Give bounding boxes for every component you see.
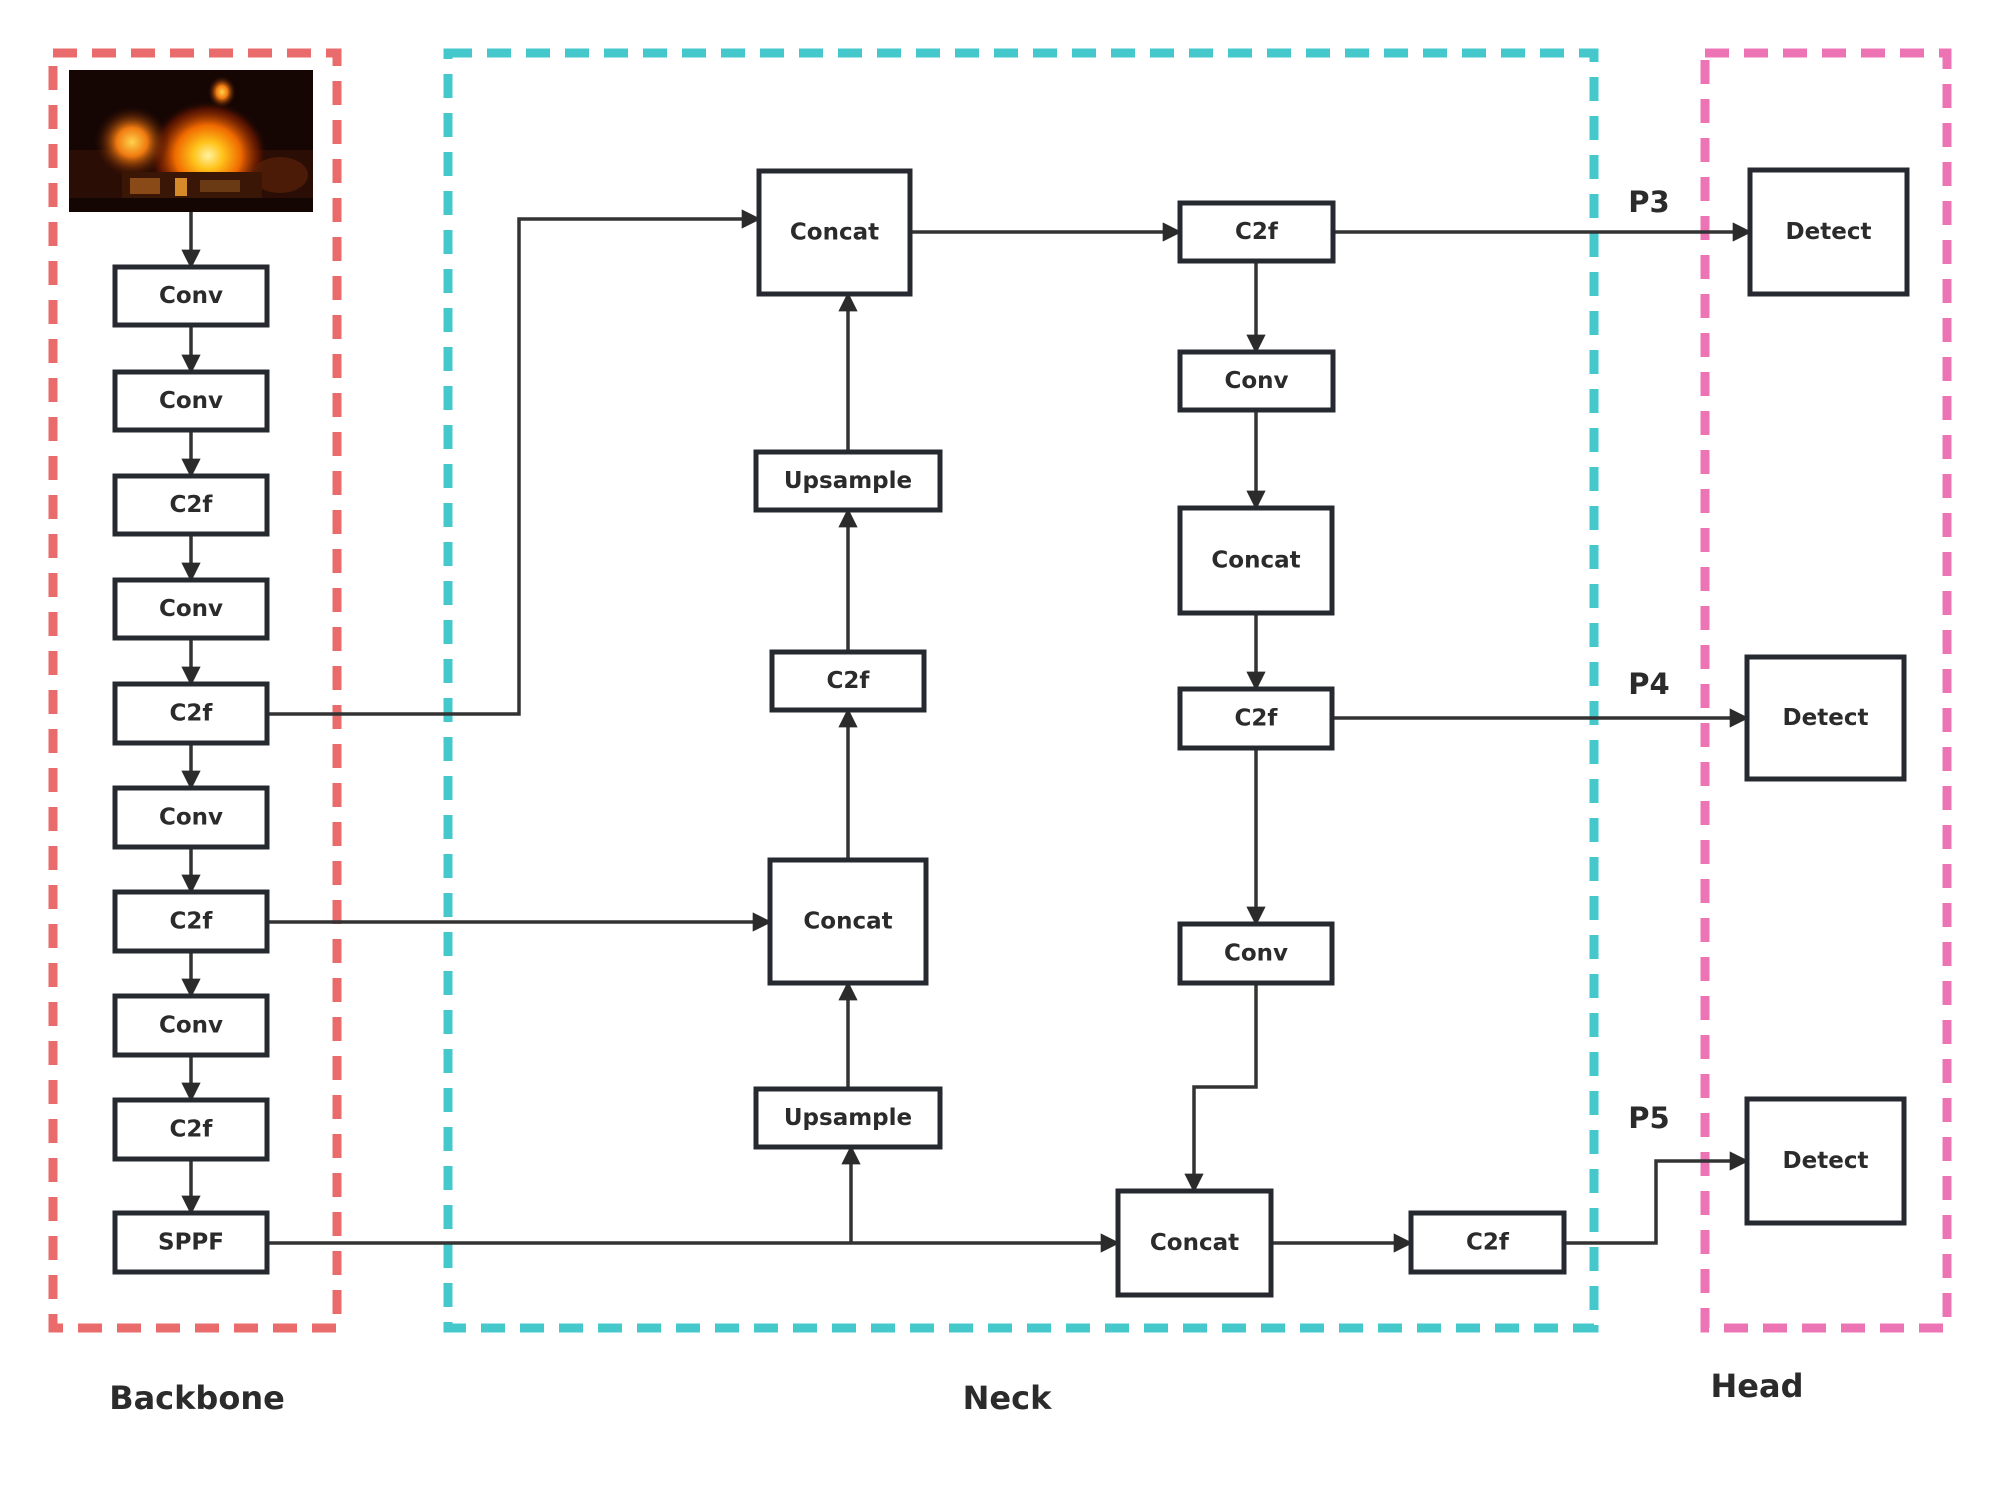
section-label-head: Head <box>1711 1367 1804 1405</box>
edge-nk-c2f4-to-hd-detect3 <box>1564 1151 1749 1245</box>
node-label: Conv <box>1224 368 1288 394</box>
node-box <box>769 649 927 713</box>
node-box <box>1744 654 1907 782</box>
section-label-backbone: Backbone <box>109 1379 285 1417</box>
node-label: Conv <box>1224 941 1288 967</box>
node-nk-upsample2[interactable]: Upsample <box>753 449 943 513</box>
node-hd-detect1[interactable]: Detect <box>1747 167 1910 297</box>
node-bb-c2f4[interactable]: C2f <box>112 1097 270 1162</box>
node-label: Conv <box>159 283 223 309</box>
node-box <box>1408 1210 1567 1275</box>
node-box <box>112 1210 270 1275</box>
node-box <box>753 449 943 513</box>
node-box <box>112 577 270 641</box>
node-label: Detect <box>1783 705 1869 731</box>
node-label: Detect <box>1783 1148 1869 1174</box>
node-bb-c2f2[interactable]: C2f <box>112 681 270 746</box>
node-nk-c2f2[interactable]: C2f <box>1177 200 1336 264</box>
level-label-p4: P4 <box>1628 667 1669 701</box>
node-label: SPPF <box>158 1230 224 1256</box>
node-bb-c2f1[interactable]: C2f <box>112 473 270 537</box>
head-group-box <box>1700 48 1952 1333</box>
node-box <box>1744 1096 1907 1226</box>
node-label: C2f <box>170 1117 214 1143</box>
input-fire-image <box>69 70 313 212</box>
node-box <box>767 857 929 986</box>
node-nk-c2f1[interactable]: C2f <box>769 649 927 713</box>
node-nk-conv2[interactable]: Conv <box>1177 921 1335 986</box>
node-box <box>1747 167 1910 297</box>
node-label: Upsample <box>784 468 912 494</box>
node-nk-concat4[interactable]: Concat <box>1115 1188 1274 1298</box>
level-label-p5: P5 <box>1628 1101 1669 1135</box>
node-label: Conv <box>159 596 223 622</box>
neck-group-box <box>443 48 1599 1333</box>
node-bb-conv5[interactable]: Conv <box>112 993 270 1058</box>
node-label: C2f <box>1235 219 1279 245</box>
node-nk-c2f4[interactable]: C2f <box>1408 1210 1567 1275</box>
node-hd-detect2[interactable]: Detect <box>1744 654 1907 782</box>
backbone-group-box <box>48 48 342 1333</box>
nodes-layer: ConvConvC2fConvC2fConvC2fConvC2fSPPFConc… <box>112 167 1910 1298</box>
node-label: C2f <box>1235 706 1279 732</box>
node-label: Conv <box>159 388 223 414</box>
node-label: Concat <box>1211 548 1300 574</box>
node-bb-conv4[interactable]: Conv <box>112 785 270 850</box>
node-box <box>112 993 270 1058</box>
node-box <box>112 1097 270 1162</box>
node-box <box>753 1086 943 1150</box>
node-box <box>1177 686 1335 751</box>
node-hd-detect3[interactable]: Detect <box>1744 1096 1907 1226</box>
node-box <box>112 785 270 850</box>
node-label: Detect <box>1786 219 1872 245</box>
node-bb-conv1[interactable]: Conv <box>112 264 270 328</box>
node-bb-sppf[interactable]: SPPF <box>112 1210 270 1275</box>
node-box <box>112 681 270 746</box>
node-box <box>1177 505 1335 616</box>
edge-nk-conv2-to-nk-concat4 <box>1184 983 1258 1193</box>
node-box <box>1177 349 1336 413</box>
section-label-neck: Neck <box>963 1379 1052 1417</box>
edge-bb-c2f2-to-nk-concat2 <box>267 209 761 716</box>
node-box <box>112 889 270 954</box>
node-label: Concat <box>1150 1230 1239 1256</box>
node-label: Concat <box>790 220 879 246</box>
node-bb-conv3[interactable]: Conv <box>112 577 270 641</box>
node-box <box>1177 921 1335 986</box>
node-box <box>112 473 270 537</box>
node-label: Concat <box>803 909 892 935</box>
node-box <box>1115 1188 1274 1298</box>
node-label: Upsample <box>784 1105 912 1131</box>
node-nk-conv1[interactable]: Conv <box>1177 349 1336 413</box>
node-label: C2f <box>827 668 871 694</box>
node-box <box>1177 200 1336 264</box>
node-label: C2f <box>170 909 214 935</box>
node-box <box>112 369 270 433</box>
node-box <box>756 168 913 297</box>
node-bb-conv2[interactable]: Conv <box>112 369 270 433</box>
node-nk-concat2[interactable]: Concat <box>756 168 913 297</box>
node-label: C2f <box>170 492 214 518</box>
node-nk-concat1[interactable]: Concat <box>767 857 929 986</box>
node-label: C2f <box>170 701 214 727</box>
node-label: Conv <box>159 1013 223 1039</box>
node-label: Conv <box>159 805 223 831</box>
node-nk-upsample1[interactable]: Upsample <box>753 1086 943 1150</box>
edges-layer <box>181 209 1752 1253</box>
level-label-p3: P3 <box>1628 185 1669 219</box>
node-label: C2f <box>1466 1230 1510 1256</box>
node-nk-concat3[interactable]: Concat <box>1177 505 1335 616</box>
node-bb-c2f3[interactable]: C2f <box>112 889 270 954</box>
node-nk-c2f3[interactable]: C2f <box>1177 686 1335 751</box>
node-box <box>112 264 270 328</box>
